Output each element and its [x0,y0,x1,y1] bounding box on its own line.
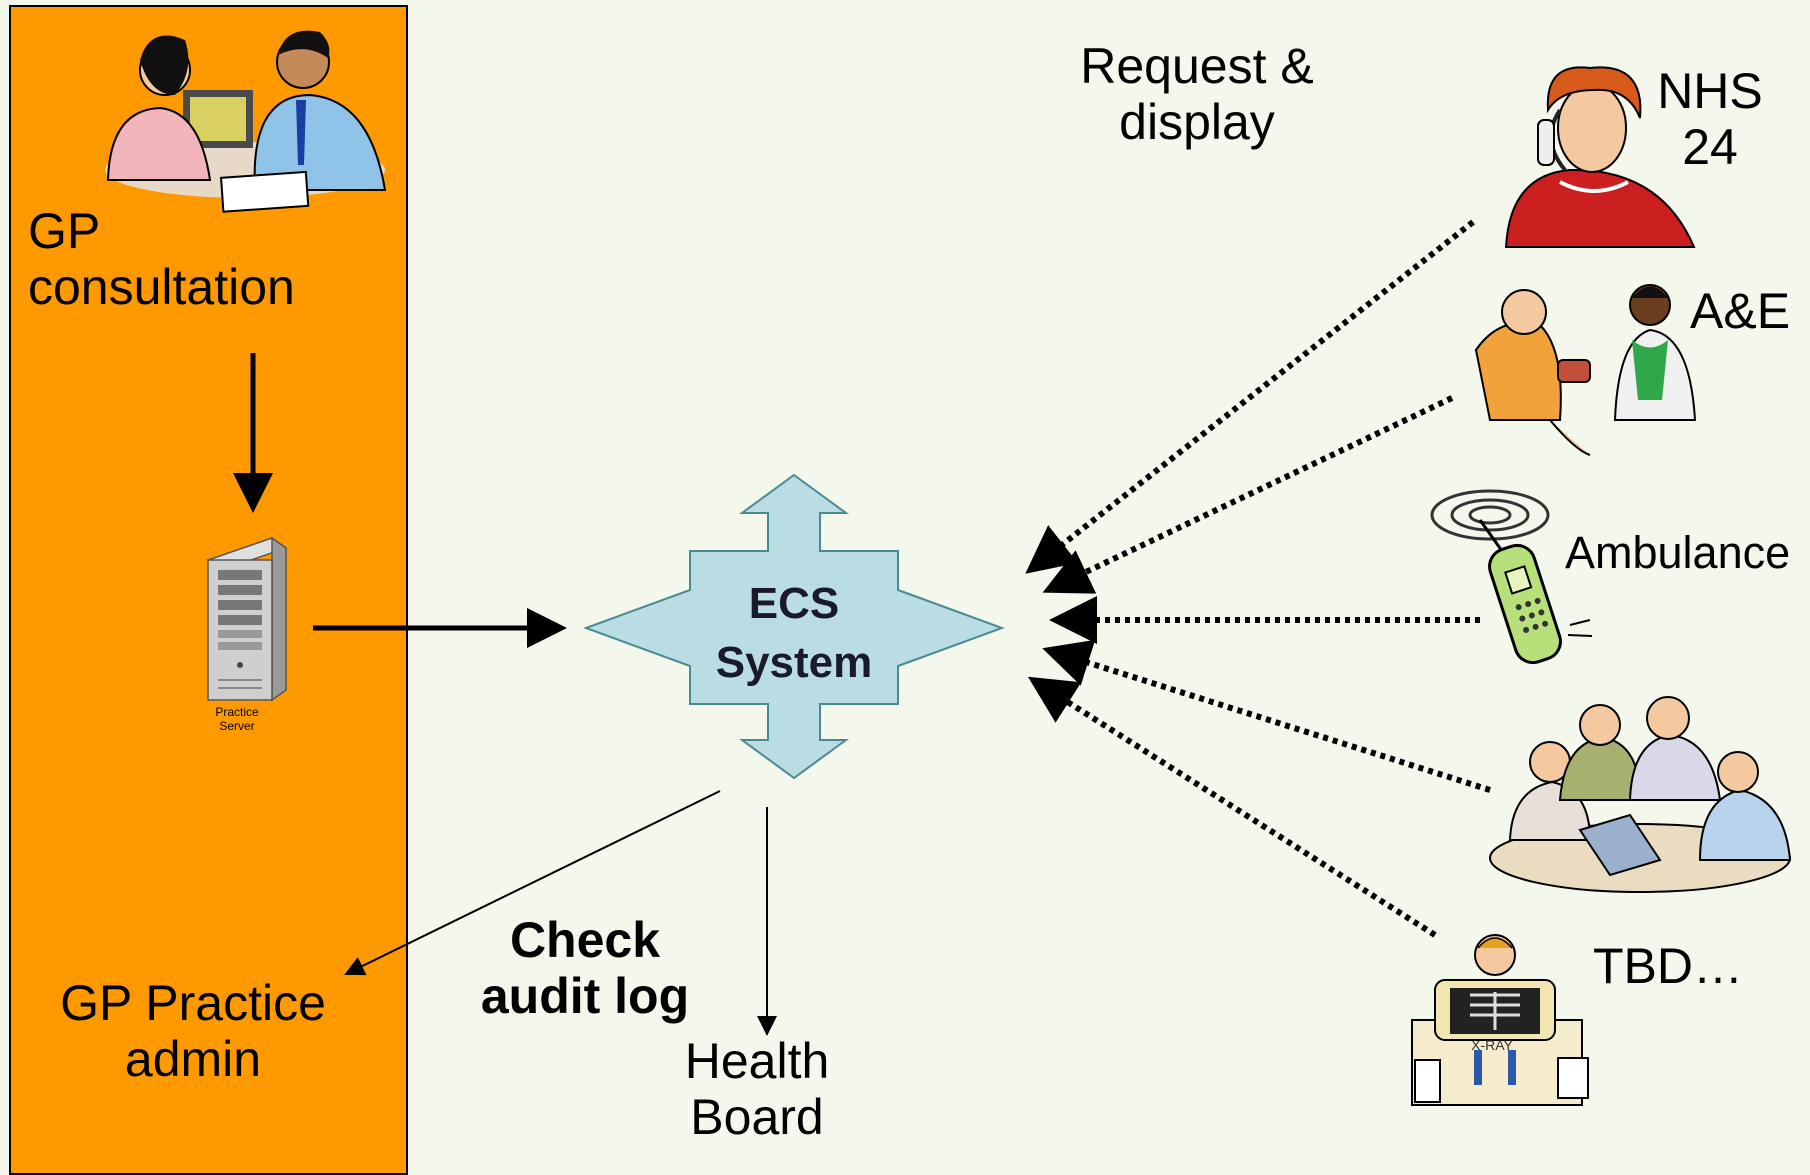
team-request-arrow [1042,639,1491,793]
ecs-label-line2: System [716,638,873,687]
xray-machine-illustration-icon: X-RAY [1411,934,1589,1106]
gp-practice-admin-label: GP Practice admin [60,975,326,1087]
nurse-blood-pressure-icon [1474,284,1697,456]
consultation-illustration-icon [105,30,387,213]
ambulance-label: Ambulance [1565,527,1791,578]
woman-on-telephone-icon [1504,66,1696,248]
ecs-to-gp-admin-arrow [344,790,721,976]
ecs-four-way-arrow [583,473,1005,780]
tbd-request-arrow [1027,676,1437,938]
request-display-label: Request & display [1080,38,1314,150]
ae-label: A&E [1690,283,1791,339]
nhs24-request-arrow [1025,219,1475,574]
gp-consultation-label: GP consultation [28,203,295,315]
check-audit-log-label: Check audit log [480,912,690,1024]
nhs24-label: NHS 24 [1657,63,1763,175]
practice-server-label-2: Server [219,719,254,733]
ringing-mobile-phone-icon [1430,489,1593,665]
meeting-team-illustration-icon [1489,696,1792,893]
ecs-label-line1: ECS [749,579,839,628]
ae-request-arrow [1042,395,1454,594]
xray-sign-label: X-RAY [1471,1037,1513,1053]
practice-server-label-1: Practice [215,705,259,719]
tbd-label: TBD… [1593,938,1743,994]
health-board-label: Health Board [684,1033,830,1145]
server-tower-icon [206,536,288,702]
